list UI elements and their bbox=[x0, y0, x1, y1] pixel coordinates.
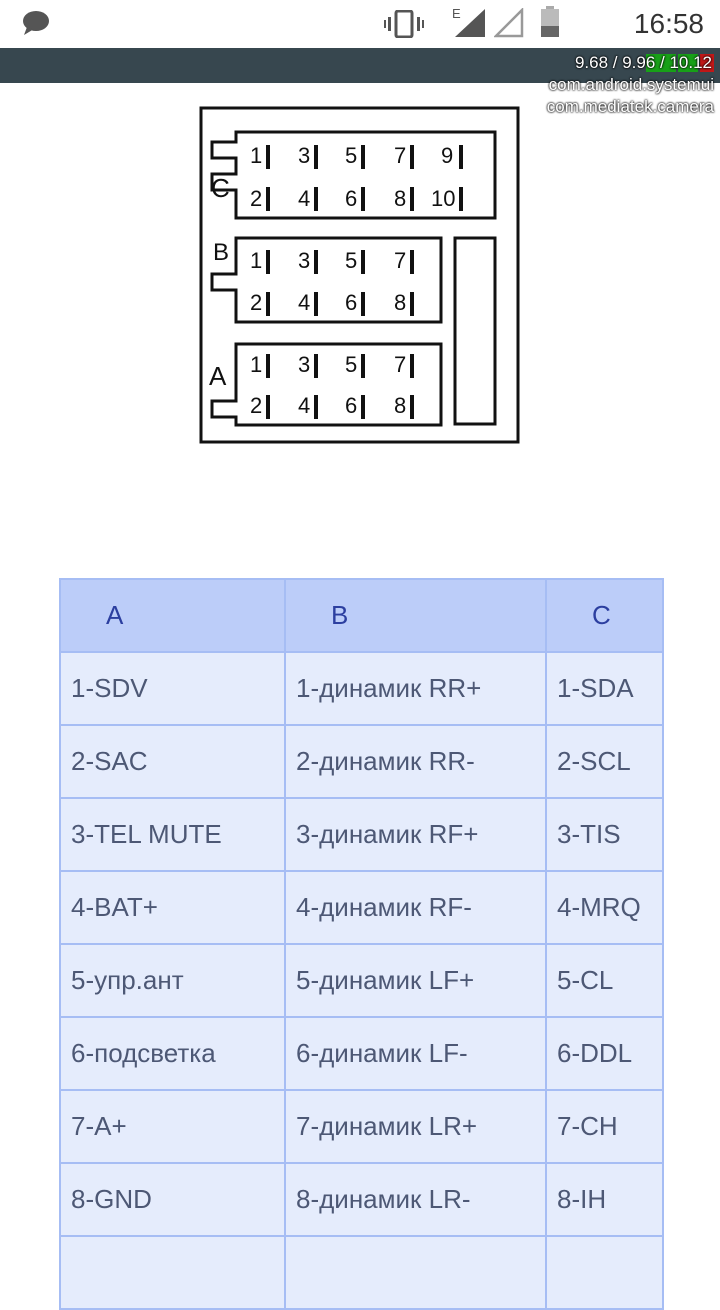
pin-label: 10 bbox=[431, 186, 455, 211]
table-cell bbox=[545, 1235, 664, 1310]
column-header-c: C bbox=[545, 578, 664, 653]
pin-label: 1 bbox=[250, 143, 262, 168]
pin-label: 5 bbox=[345, 143, 357, 168]
pin-label: 7 bbox=[394, 143, 406, 168]
pin-label: 4 bbox=[298, 290, 310, 315]
signal-icon bbox=[455, 9, 485, 37]
process-name: com.android.systemui bbox=[548, 75, 714, 94]
table-cell: 1-SDV bbox=[59, 651, 286, 726]
pin-label: 7 bbox=[394, 248, 406, 273]
pin-label: 3 bbox=[298, 248, 310, 273]
signal-empty-icon bbox=[494, 8, 524, 38]
table-cell: 7-CH bbox=[545, 1089, 664, 1164]
pin-label: 2 bbox=[250, 393, 262, 418]
pin-label: 2 bbox=[250, 186, 262, 211]
table-row: 8-GND 8-динамик LR- 8-IH bbox=[59, 1162, 664, 1237]
table-cell: 7-динамик LR+ bbox=[284, 1089, 547, 1164]
table-cell: 3-динамик RF+ bbox=[284, 797, 547, 872]
vibrate-icon bbox=[384, 10, 424, 38]
pin-label: 8 bbox=[394, 290, 406, 315]
table-cell: 1-динамик RR+ bbox=[284, 651, 547, 726]
pin-label: 8 bbox=[394, 186, 406, 211]
pin-label: 6 bbox=[345, 393, 357, 418]
table-cell: 4-динамик RF- bbox=[284, 870, 547, 945]
load-average-row: 9.68 / 9.96 / 10.12 bbox=[573, 52, 714, 74]
block-label-c: C bbox=[211, 173, 230, 203]
block-label-b: B bbox=[213, 239, 229, 266]
connector-diagram: C 1 3 5 7 9 2 4 6 8 10 B 1 3 5 7 2 4 6 8… bbox=[199, 106, 520, 444]
block-b-pins: 1 3 5 7 2 4 6 8 bbox=[250, 248, 406, 315]
column-header-a: A bbox=[59, 578, 286, 653]
table-cell: 3-TEL MUTE bbox=[59, 797, 286, 872]
table-row: 1-SDV 1-динамик RR+ 1-SDA bbox=[59, 651, 664, 726]
cpu-overlay: 9.68 / 9.96 / 10.12 com.android.systemui… bbox=[547, 52, 714, 118]
block-label-a: A bbox=[209, 361, 227, 391]
pin-label: 4 bbox=[298, 393, 310, 418]
table-cell: 5-динамик LF+ bbox=[284, 943, 547, 1018]
network-type-label: E bbox=[452, 6, 461, 21]
table-cell: 6-DDL bbox=[545, 1016, 664, 1091]
app-toolbar bbox=[0, 48, 720, 83]
table-cell: 5-CL bbox=[545, 943, 664, 1018]
table-cell: 8-динамик LR- bbox=[284, 1162, 547, 1237]
table-cell: 4-MRQ bbox=[545, 870, 664, 945]
table-cell: 2-SAC bbox=[59, 724, 286, 799]
battery-icon bbox=[541, 6, 559, 37]
column-header-b: B bbox=[284, 578, 547, 653]
block-a-pins: 1 3 5 7 2 4 6 8 bbox=[250, 352, 406, 418]
pin-block-b bbox=[210, 236, 443, 324]
pin-label: 6 bbox=[345, 186, 357, 211]
block-b-contacts bbox=[266, 250, 414, 316]
table-cell: 1-SDA bbox=[545, 651, 664, 726]
pin-label: 4 bbox=[298, 186, 310, 211]
table-cell bbox=[59, 1235, 286, 1310]
chat-icon bbox=[23, 11, 49, 35]
process-name: com.mediatek.camera bbox=[546, 97, 714, 116]
load-average: 9.68 / 9.96 / 10.12 bbox=[574, 53, 712, 72]
pin-label: 5 bbox=[345, 248, 357, 273]
table-row: 7-A+ 7-динамик LR+ 7-CH bbox=[59, 1089, 664, 1164]
table-cell: 3-TIS bbox=[545, 797, 664, 872]
table-cell bbox=[284, 1235, 547, 1310]
table-row: 4-BAT+ 4-динамик RF- 4-MRQ bbox=[59, 870, 664, 945]
pin-label: 1 bbox=[250, 352, 262, 377]
block-a-contacts bbox=[266, 354, 414, 419]
pin-label: 3 bbox=[298, 352, 310, 377]
table-cell: 2-SCL bbox=[545, 724, 664, 799]
block-c-contacts bbox=[266, 145, 463, 211]
table-cell: 6-динамик LF- bbox=[284, 1016, 547, 1091]
table-row bbox=[59, 1235, 664, 1310]
table-row: 6-подсветка 6-динамик LF- 6-DDL bbox=[59, 1016, 664, 1091]
pin-block-c bbox=[210, 130, 497, 220]
pin-label: 2 bbox=[250, 290, 262, 315]
table-cell: 6-подсветка bbox=[59, 1016, 286, 1091]
table-row: 2-SAC 2-динамик RR- 2-SCL bbox=[59, 724, 664, 799]
pin-label: 5 bbox=[345, 352, 357, 377]
pin-label: 1 bbox=[250, 248, 262, 273]
table-cell: 8-IH bbox=[545, 1162, 664, 1237]
table-cell: 7-A+ bbox=[59, 1089, 286, 1164]
pin-label: 6 bbox=[345, 290, 357, 315]
pin-label: 7 bbox=[394, 352, 406, 377]
table-row: 5-упр.ант 5-динамик LF+ 5-CL bbox=[59, 943, 664, 1018]
pin-block-a bbox=[210, 342, 443, 427]
table-cell: 4-BAT+ bbox=[59, 870, 286, 945]
table-row: 3-TEL MUTE 3-динамик RF+ 3-TIS bbox=[59, 797, 664, 872]
pin-label: 3 bbox=[298, 143, 310, 168]
table-header-row: A B C bbox=[59, 578, 664, 653]
pin-label: 9 bbox=[441, 143, 453, 168]
status-bar: E 16:58 bbox=[0, 0, 720, 48]
table-cell: 8-GND bbox=[59, 1162, 286, 1237]
pin-label: 8 bbox=[394, 393, 406, 418]
block-c-pins: 1 3 5 7 9 2 4 6 8 10 bbox=[250, 143, 455, 211]
table-cell: 2-динамик RR- bbox=[284, 724, 547, 799]
pinout-table: A B C 1-SDV 1-динамик RR+ 1-SDA 2-SAC 2-… bbox=[59, 578, 664, 1310]
connector-slot bbox=[453, 236, 497, 426]
status-time: 16:58 bbox=[633, 8, 704, 39]
table-cell: 5-упр.ант bbox=[59, 943, 286, 1018]
